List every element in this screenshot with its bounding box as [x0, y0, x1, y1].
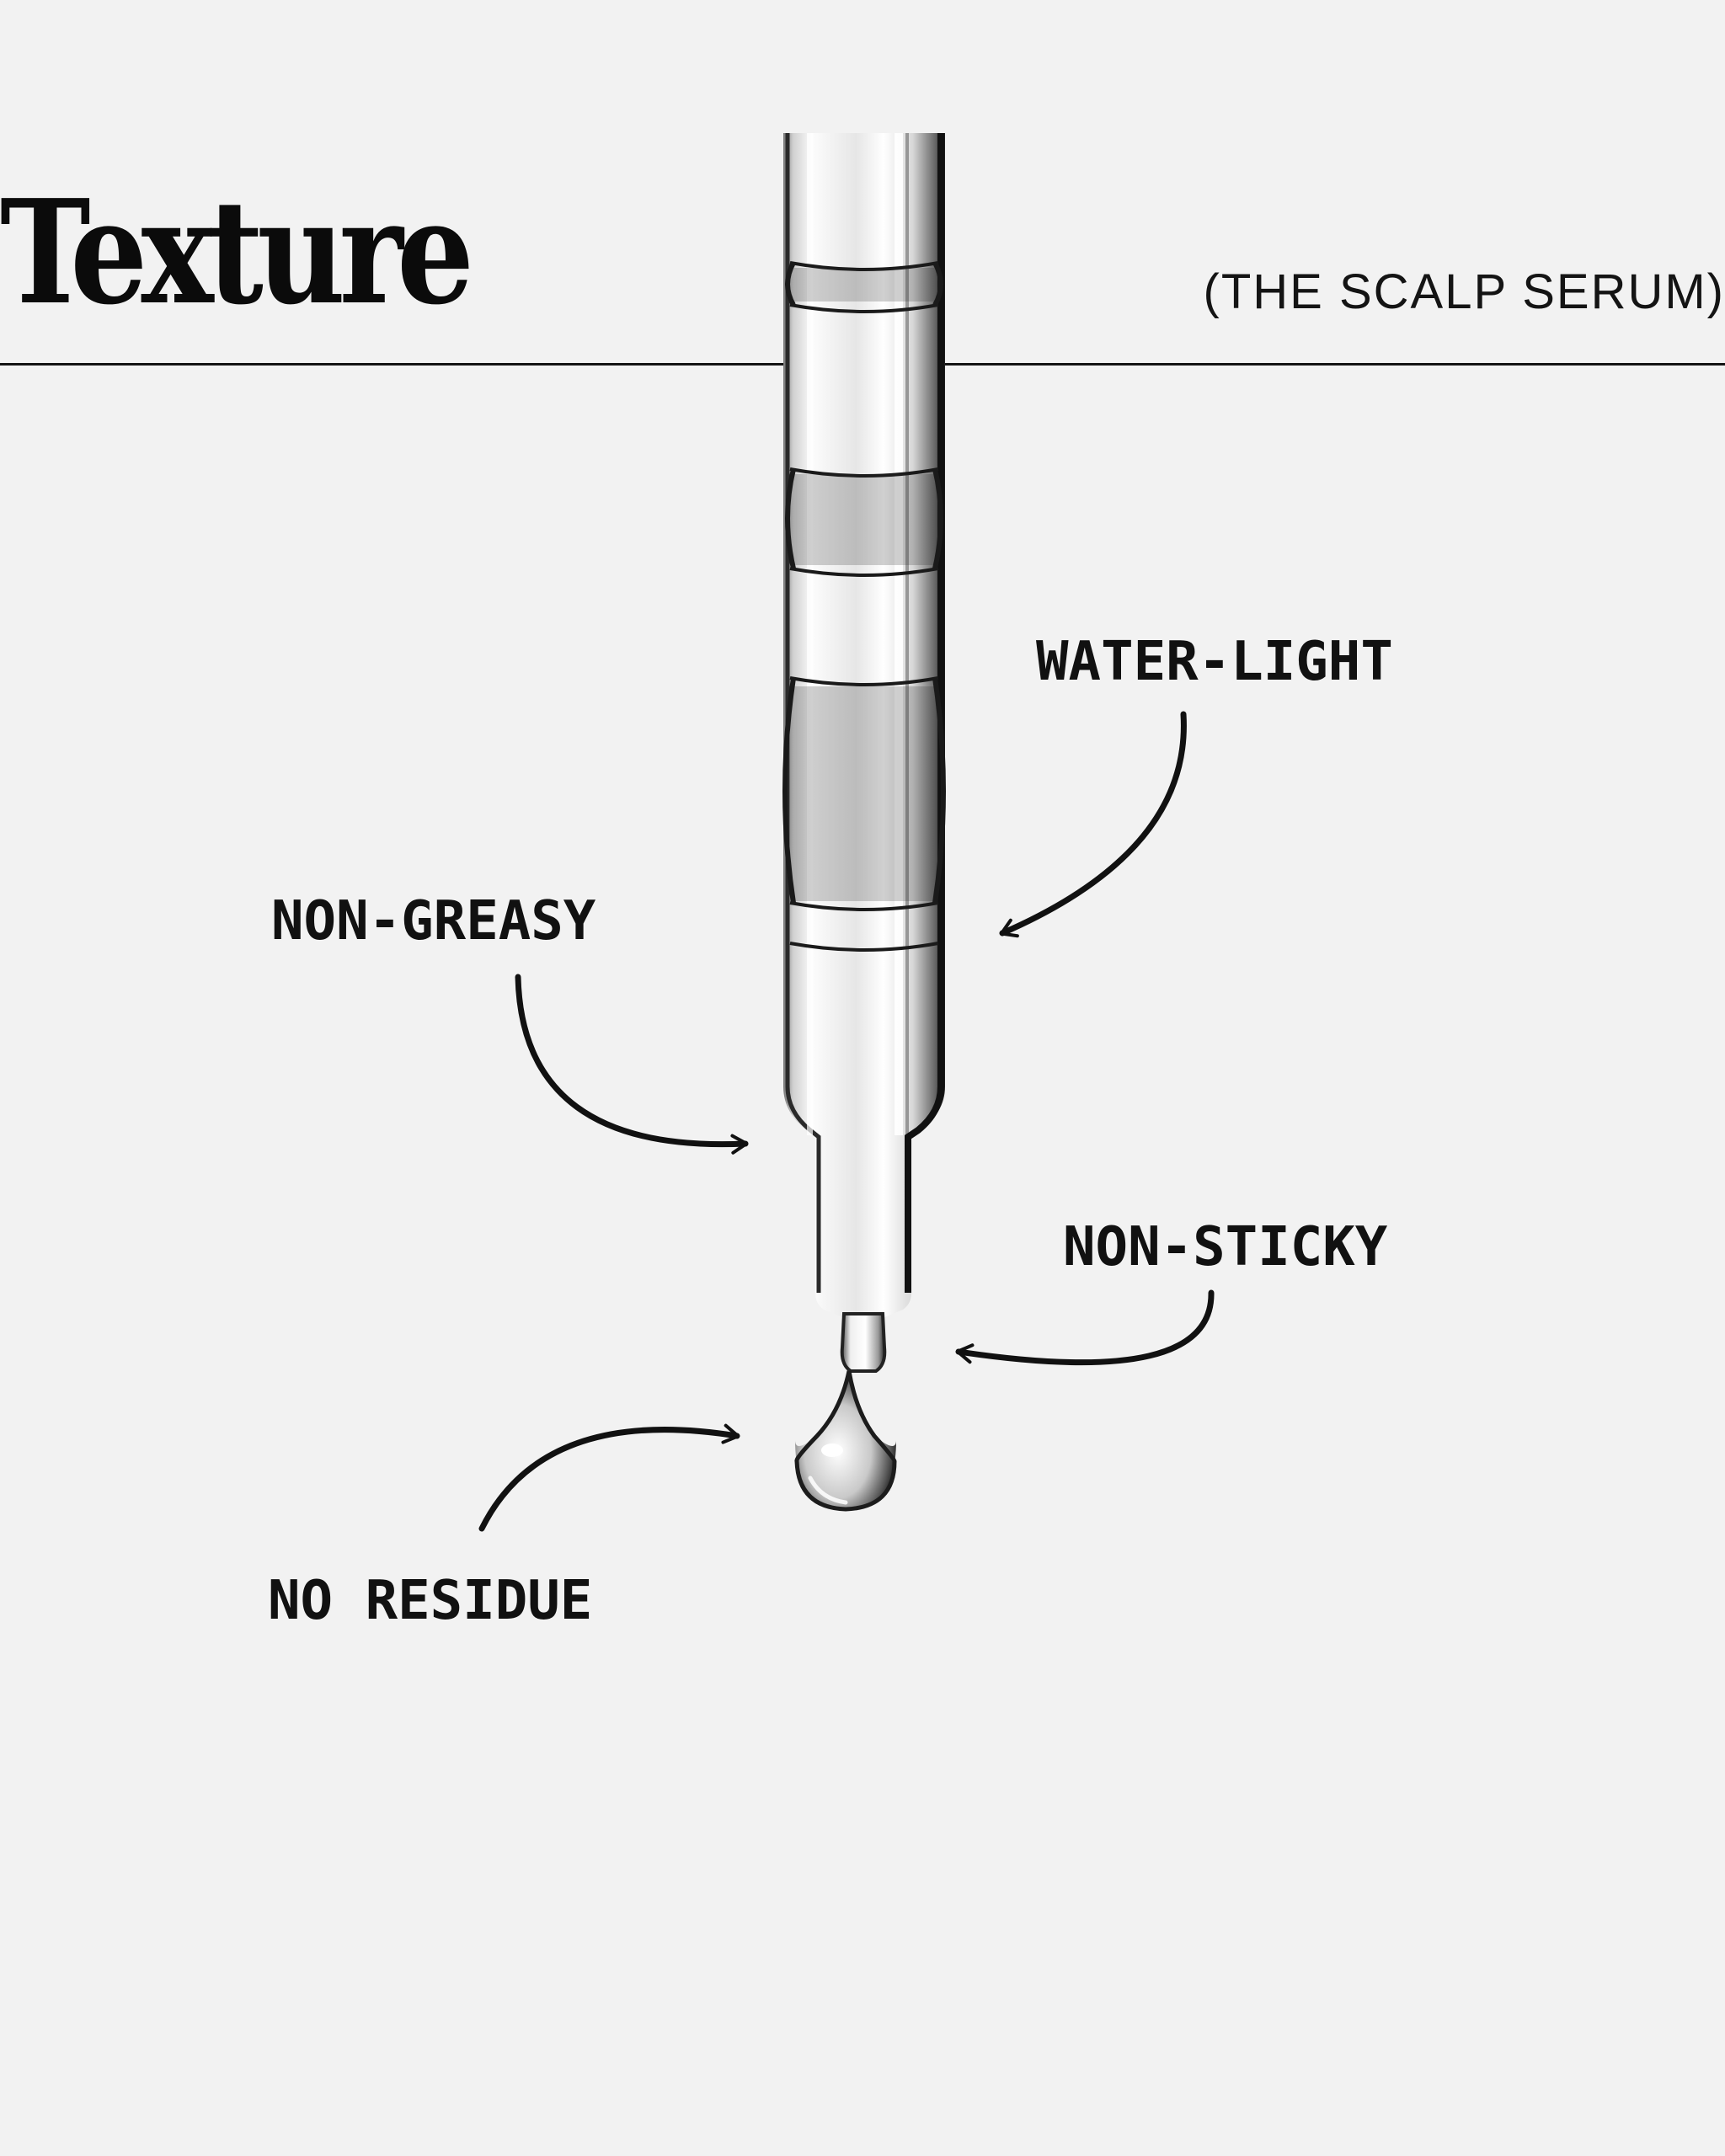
page-title: Texture	[0, 168, 474, 337]
water-light-arrow	[999, 711, 1187, 938]
no-residue-arrow	[478, 1423, 740, 1532]
graduation-bands	[789, 261, 939, 952]
non-sticky-arrow	[955, 1289, 1215, 1366]
non-greasy-arrow	[515, 974, 749, 1155]
water-light-label: WATER-LIGHT	[1036, 631, 1393, 693]
product-subtitle: (THE SCALP SERUM)	[1203, 264, 1725, 319]
no-residue-label: NO RESIDUE	[268, 1570, 592, 1632]
glass-dropper	[782, 133, 946, 1373]
non-sticky-label: NON-STICKY	[1063, 1216, 1388, 1278]
non-greasy-label: NON-GREASY	[271, 890, 596, 953]
serum-droplet	[794, 1369, 897, 1512]
